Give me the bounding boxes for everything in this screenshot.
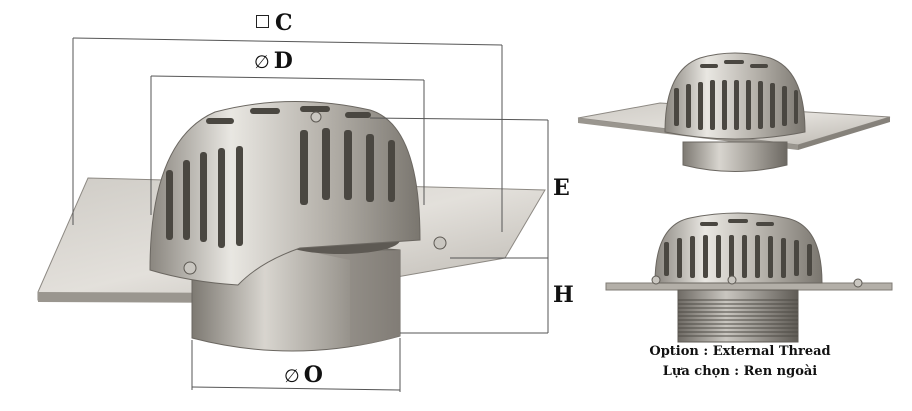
bottom-bolt-middle [727, 275, 737, 285]
dim-label-c: C [256, 12, 293, 34]
main-bolt-top [310, 111, 322, 123]
diameter-symbol-o: ∅ [284, 366, 300, 387]
main-dome-strainer [149, 100, 421, 286]
caption-option-vi: Lựa chọn : Ren ngoài [662, 364, 818, 379]
flange-drain-view [577, 52, 891, 172]
dim-label-e: E [553, 177, 570, 199]
bottom-dome-strainer [654, 212, 823, 284]
dim-o-line [191, 386, 401, 391]
thread-lines [678, 299, 798, 337]
dim-c-letter: C [275, 10, 293, 36]
main-dome-slots [166, 106, 395, 248]
square-symbol-icon [256, 15, 269, 28]
bottom-flange-plate [605, 282, 893, 291]
threaded-drain-view [605, 212, 893, 343]
dim-d-letter: D [273, 48, 293, 74]
dim-label-o: ∅O [284, 364, 323, 388]
dim-label-d: ∅D [254, 50, 293, 74]
top-outlet-pipe [682, 141, 788, 172]
main-bolt-left [183, 261, 197, 275]
dim-o-letter: O [303, 362, 323, 388]
diameter-symbol-d: ∅ [254, 52, 270, 73]
dim-d-line [150, 75, 425, 81]
main-drain-illustration [37, 100, 546, 352]
dim-h-letter: H [553, 282, 574, 308]
dim-e-letter: E [553, 175, 570, 201]
dimension-lines [72, 37, 549, 392]
bottom-bolt-left [651, 275, 661, 285]
bottom-bolt-right [853, 278, 863, 288]
main-bolt-right [433, 236, 447, 250]
dim-label-h: H [553, 284, 574, 306]
dim-c-line [72, 37, 503, 46]
caption-option-en: Option : External Thread [649, 344, 831, 359]
